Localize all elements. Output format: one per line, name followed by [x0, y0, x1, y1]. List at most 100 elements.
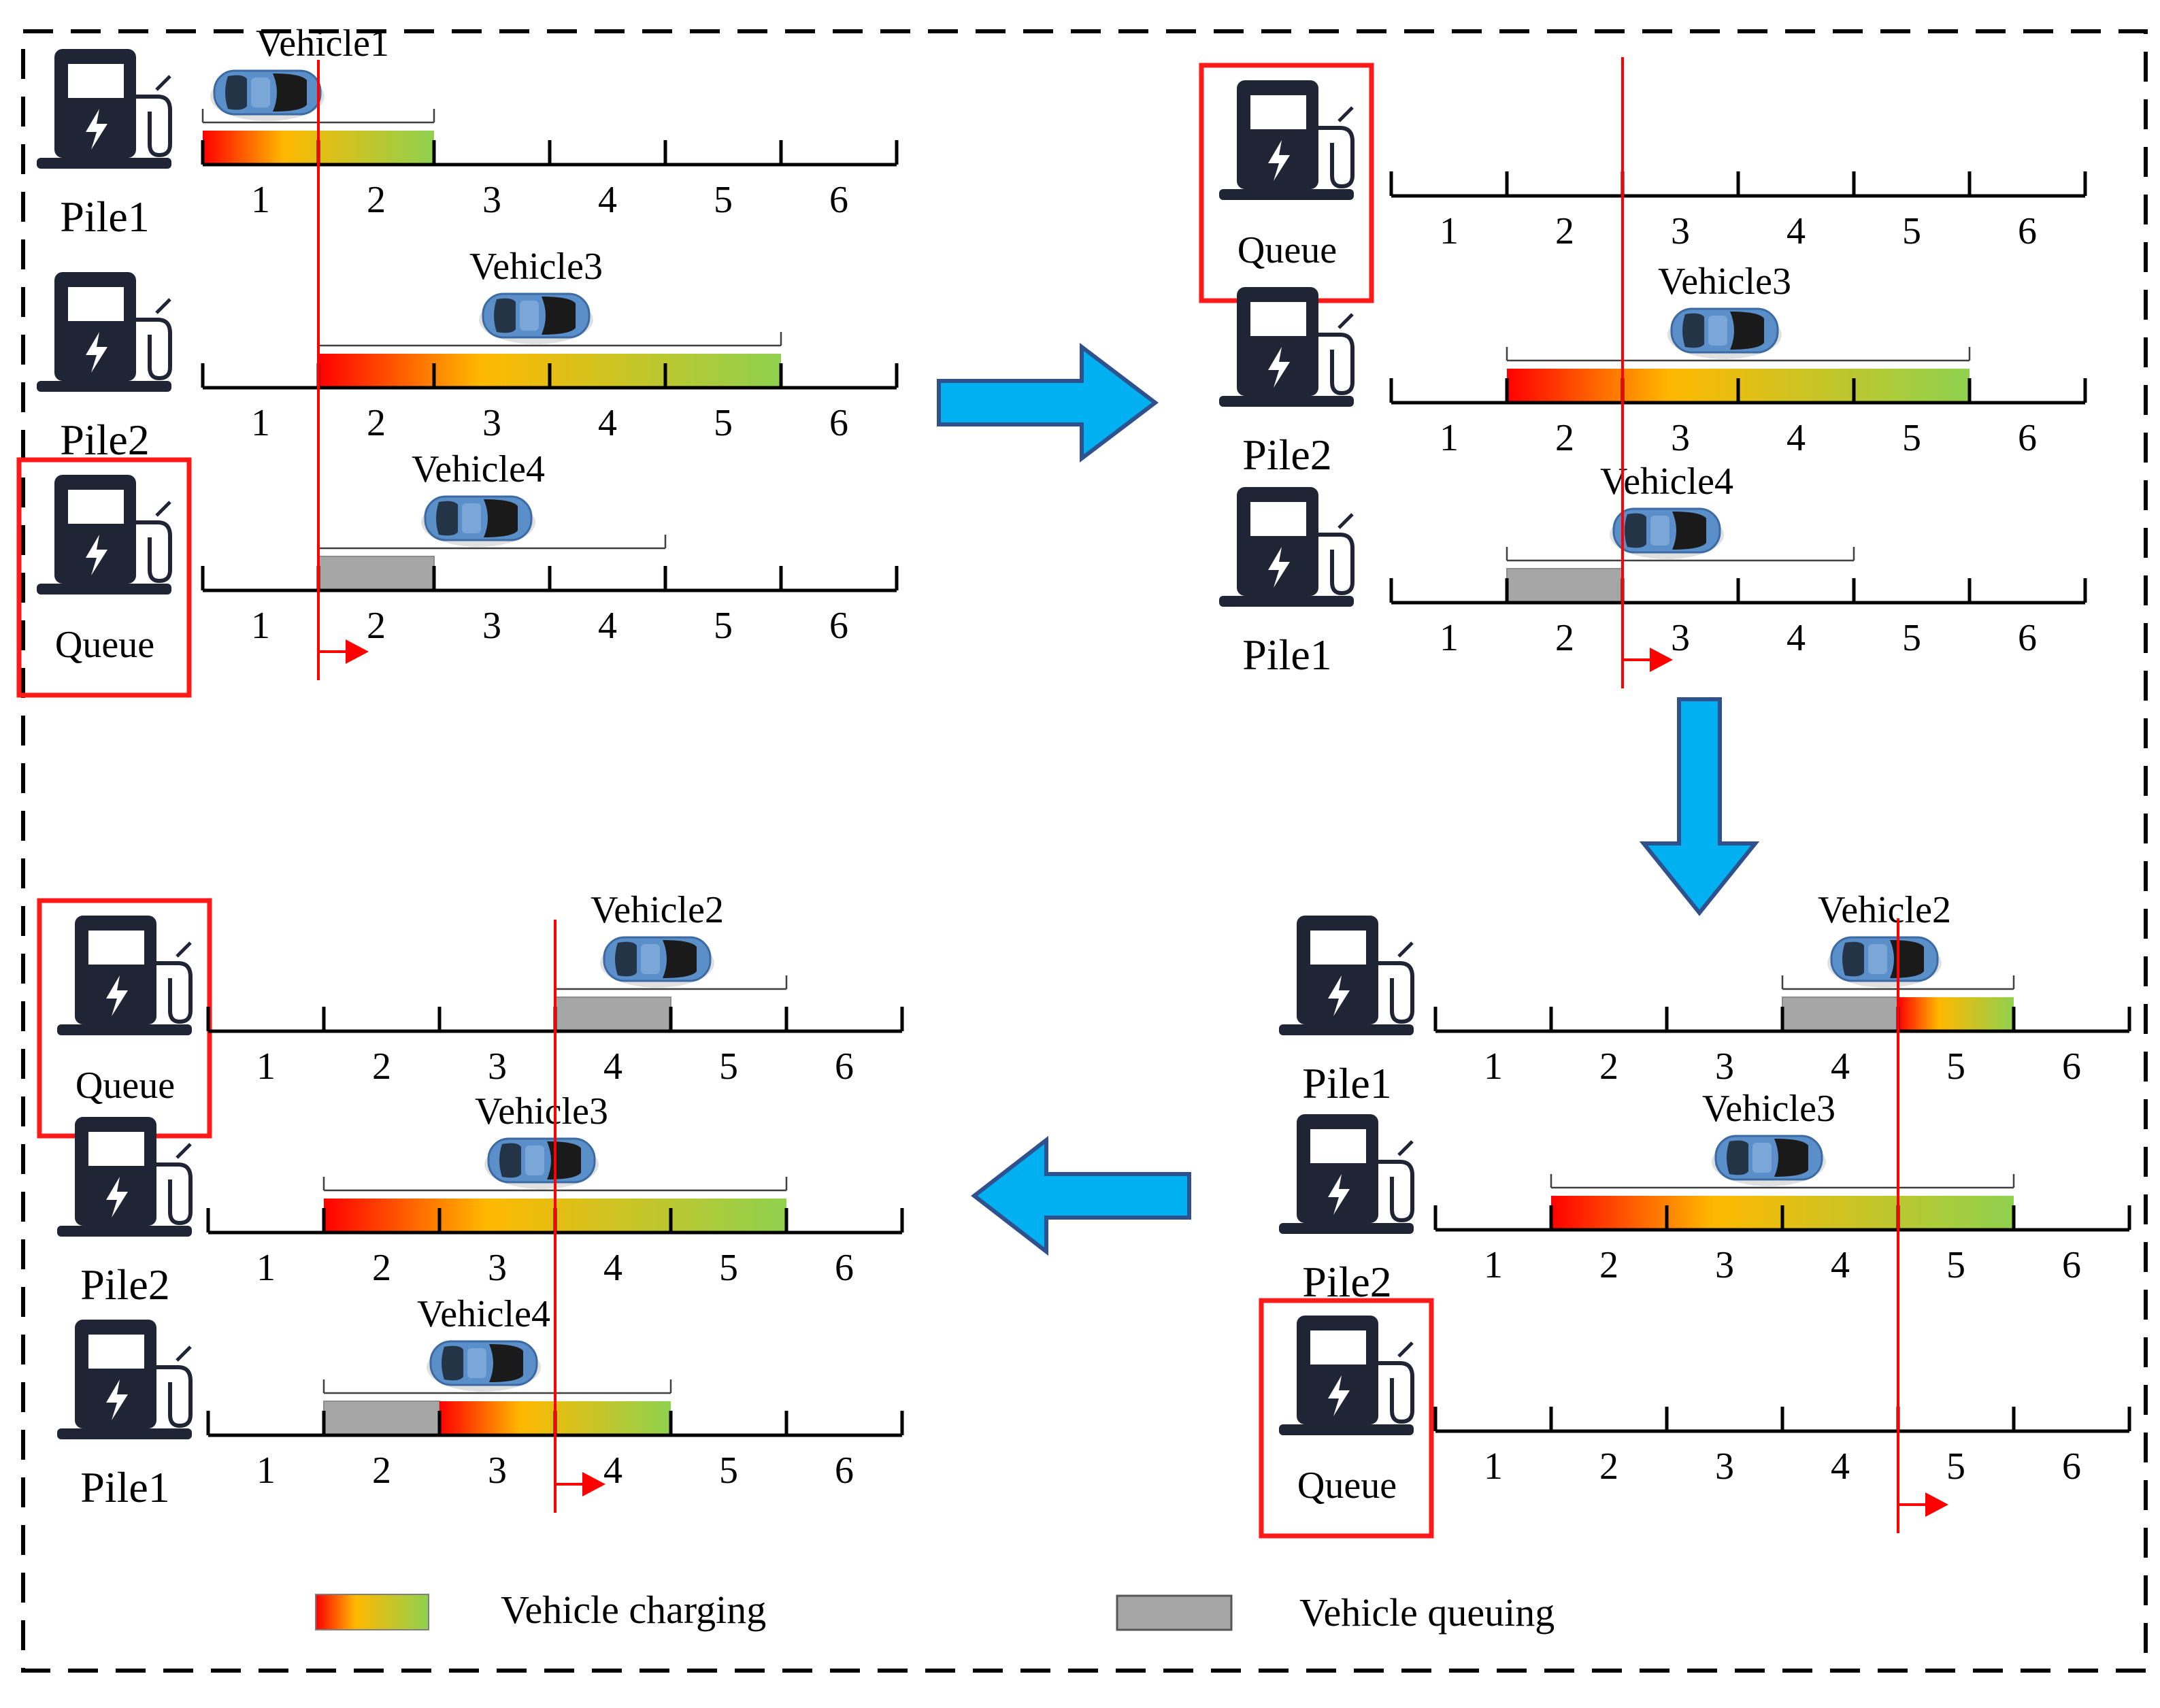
car-icon — [1667, 307, 1782, 359]
station-label: Pile1 — [1302, 1059, 1392, 1107]
tick-label: 5 — [1946, 1445, 1965, 1488]
tick-label: 3 — [488, 1450, 507, 1492]
charging-segment — [1898, 997, 2014, 1031]
tick-label: 4 — [1831, 1045, 1850, 1088]
legend-queuing-swatch — [1116, 1594, 1233, 1631]
tick-label: 1 — [1440, 417, 1459, 459]
tick-label: 1 — [1440, 210, 1459, 252]
charging-pile-icon — [57, 1320, 193, 1439]
tick-label: 5 — [719, 1045, 738, 1088]
legend-charging-swatch — [315, 1594, 429, 1630]
tick-label: 4 — [598, 605, 617, 647]
tick-label: 2 — [1599, 1445, 1618, 1488]
tick-label: 2 — [1555, 617, 1574, 659]
queue-highlight-box — [16, 457, 192, 698]
station-label: Queue — [1297, 1464, 1397, 1507]
legend-queuing-label: Vehicle queuing — [1299, 1590, 1555, 1635]
tick-label: 3 — [488, 1247, 507, 1289]
tick-label: 2 — [372, 1247, 391, 1289]
tick-label: 2 — [1599, 1244, 1618, 1286]
station-label: Queue — [1237, 229, 1337, 271]
tick-label: 1 — [1484, 1045, 1503, 1088]
tick-label: 2 — [1555, 417, 1574, 459]
car-icon — [600, 936, 714, 988]
charging-pile-icon — [1219, 487, 1355, 607]
vehicle-label: Vehicle3 — [1702, 1088, 1835, 1130]
station-label: Pile1 — [80, 1463, 170, 1511]
tick-label: 6 — [2062, 1244, 2081, 1286]
tick-label: 1 — [251, 402, 270, 444]
tick-label: 3 — [1671, 617, 1690, 659]
car-icon — [1610, 507, 1724, 559]
station-label: Queue — [55, 624, 154, 666]
tick-label: 5 — [1902, 210, 1921, 252]
vehicle-label: Vehicle4 — [417, 1293, 550, 1335]
legend: Vehicle charging Vehicle queuing — [315, 1588, 1555, 1635]
tick-label: 1 — [256, 1450, 276, 1492]
tick-label: 4 — [1787, 617, 1806, 659]
tick-label: 6 — [2062, 1445, 2081, 1488]
tick-label: 1 — [251, 605, 270, 647]
time-pointer-arrow-icon — [555, 1472, 605, 1496]
charging-pile-icon — [37, 49, 172, 169]
tick-label: 6 — [835, 1247, 854, 1289]
vehicle-label: Vehicle3 — [1658, 261, 1791, 303]
flow-arrow-left-icon — [971, 1135, 1191, 1256]
station-label: Pile1 — [1242, 631, 1332, 679]
vehicle-label: Vehicle2 — [591, 889, 724, 931]
tick-label: 6 — [829, 402, 848, 444]
tick-label: 3 — [482, 179, 501, 221]
charging-pile-icon — [1219, 80, 1355, 200]
tick-label: 1 — [251, 179, 270, 221]
charging-pile-icon — [1279, 1316, 1414, 1435]
tick-label: 5 — [714, 402, 733, 444]
legend-charging-label: Vehicle charging — [501, 1588, 766, 1632]
time-window-bracket — [1506, 547, 1855, 562]
station-label: Pile2 — [1302, 1258, 1392, 1306]
charging-pile-icon — [57, 1117, 193, 1237]
tick-label: 3 — [1715, 1445, 1734, 1488]
vehicle-label: Vehicle2 — [1818, 889, 1951, 931]
queue-segment — [323, 1401, 440, 1436]
tick-label: 6 — [2018, 210, 2037, 252]
tick-label: 3 — [488, 1045, 507, 1088]
tick-label: 6 — [835, 1450, 854, 1492]
car-icon — [484, 1137, 599, 1189]
car-icon — [1827, 936, 1942, 988]
vehicle-label: Vehicle3 — [469, 246, 603, 288]
time-window-bracket — [1506, 347, 1971, 362]
station-label: Pile2 — [60, 416, 150, 464]
tick-label: 3 — [482, 605, 501, 647]
tick-label: 6 — [2018, 417, 2037, 459]
car-icon — [427, 1340, 541, 1392]
tick-label: 4 — [603, 1247, 622, 1289]
queue-segment — [1506, 568, 1623, 603]
vehicle-label: Vehicle4 — [412, 448, 545, 490]
tick-label: 1 — [256, 1045, 276, 1088]
queue-segment — [318, 556, 435, 591]
outer-dashed-frame — [21, 29, 2148, 1673]
queue-segment — [554, 997, 671, 1032]
tick-label: 4 — [1787, 210, 1806, 252]
tick-label: 3 — [1671, 417, 1690, 459]
tick-label: 1 — [256, 1247, 276, 1289]
tick-label: 2 — [372, 1450, 391, 1492]
charging-pile-icon — [1219, 287, 1355, 407]
charging-pile-icon — [37, 475, 172, 595]
charging-pile-icon — [1279, 1114, 1414, 1234]
tick-label: 4 — [1831, 1244, 1850, 1286]
tick-label: 5 — [719, 1247, 738, 1289]
tick-label: 2 — [367, 402, 386, 444]
charging-pile-icon — [1279, 916, 1414, 1035]
station-label: Pile2 — [1242, 431, 1332, 479]
